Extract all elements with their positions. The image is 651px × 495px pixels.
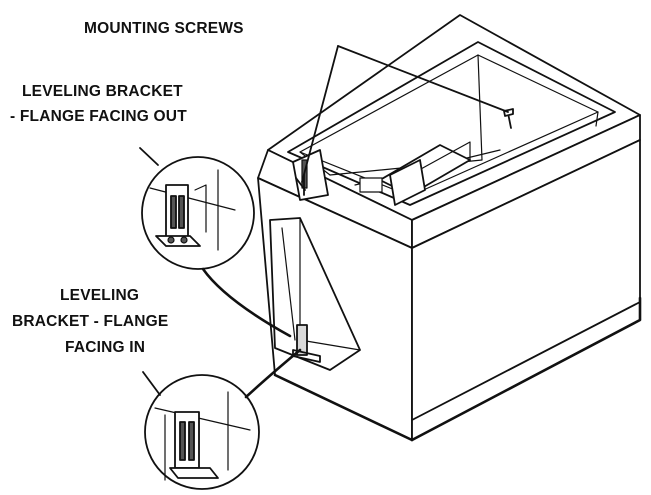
detail-flange-facing-out [139,147,292,338]
flange-in-label-line2: BRACKET - FLANGE [12,313,168,330]
flange-out-label-line2: - FLANGE FACING OUT [10,108,187,125]
flange-out-label-line1: LEVELING BRACKET [22,83,183,100]
flange-in-label-line1: LEVELING [60,287,139,304]
flange-in-label-line3: FACING IN [65,339,145,356]
detail-flange-facing-in [142,348,302,490]
mounting-screws-label: MOUNTING SCREWS [84,20,244,37]
mounting-screws-detail [292,45,514,201]
cabinet [257,14,642,442]
